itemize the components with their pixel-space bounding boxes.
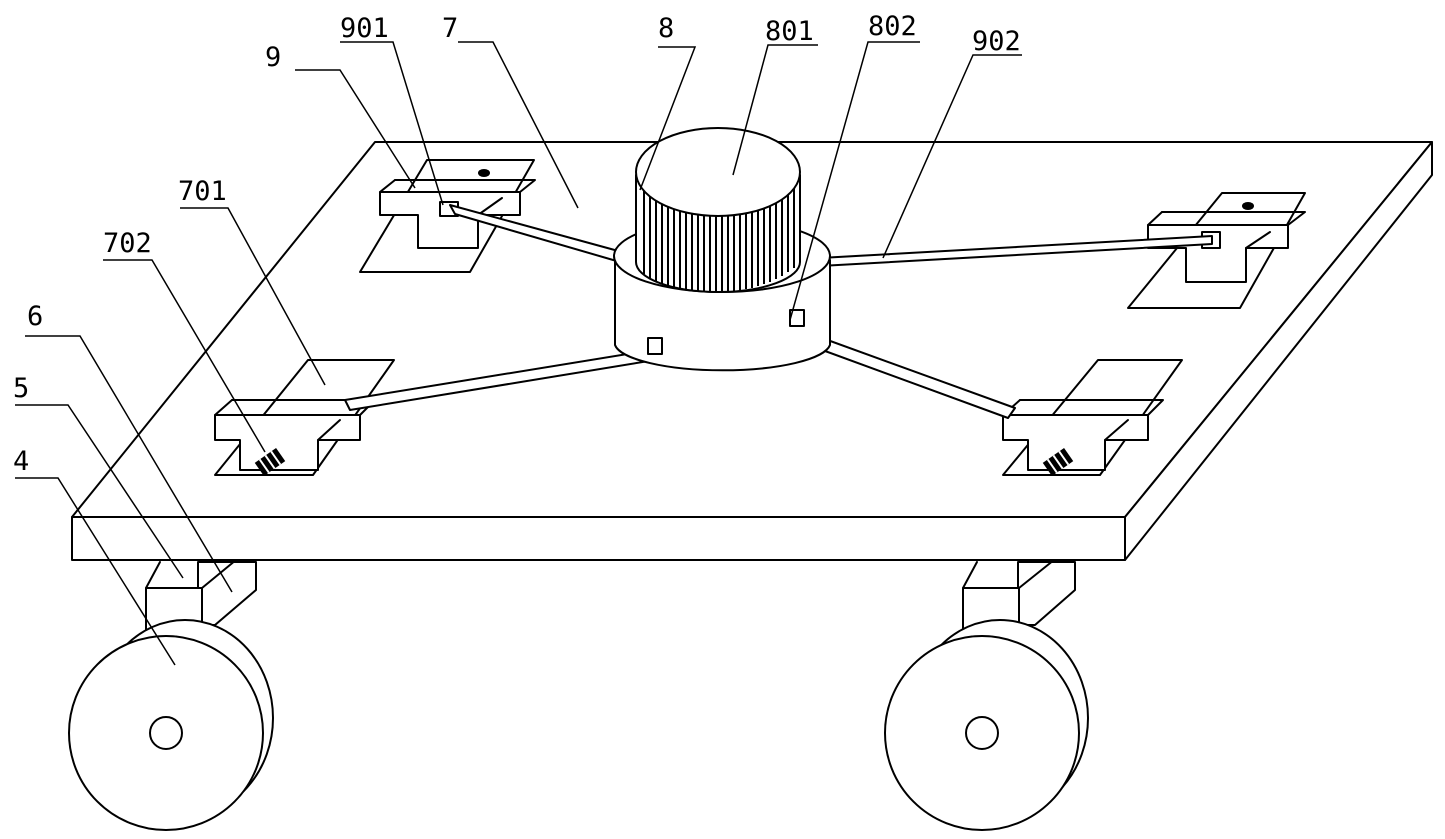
motor-fins — [643, 183, 795, 292]
leader-lines — [15, 41, 1022, 666]
left-wheel-assembly — [68, 559, 274, 831]
part-labels: 9 901 7 8 801 802 902 701 702 6 5 4 — [13, 11, 1021, 477]
label-701: 701 — [178, 176, 227, 207]
left-bracket-side — [197, 561, 257, 626]
label-9: 9 — [265, 42, 281, 73]
label-702: 702 — [103, 228, 152, 259]
label-901: 901 — [340, 13, 389, 44]
board-front-edge — [71, 516, 1126, 561]
label-5: 5 — [13, 373, 29, 404]
right-wheel-assembly — [884, 559, 1089, 831]
central-motor — [613, 127, 831, 372]
label-8: 8 — [658, 13, 674, 44]
motor-top — [635, 127, 801, 217]
right-bracket-side — [1017, 561, 1076, 626]
label-801: 801 — [765, 16, 814, 47]
left-wheel-hub — [149, 716, 183, 750]
right-wheel-hub — [965, 716, 999, 750]
label-902: 902 — [972, 26, 1021, 57]
label-7: 7 — [442, 13, 458, 44]
label-4: 4 — [13, 446, 29, 477]
slider-back-left — [359, 159, 536, 273]
label-6: 6 — [27, 301, 43, 332]
slider-front-right — [1002, 359, 1183, 477]
label-802: 802 — [868, 11, 917, 42]
